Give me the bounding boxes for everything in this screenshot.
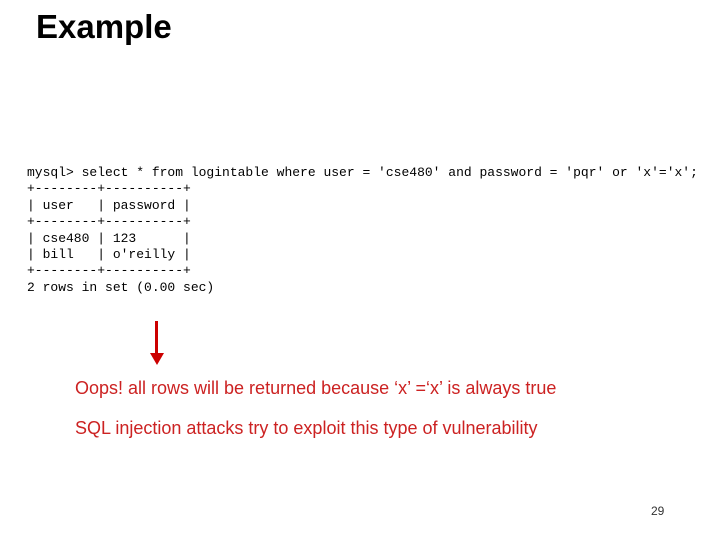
annotation-sql-injection-text: SQL injection attacks try to exploit thi…	[75, 418, 538, 438]
code-line: +--------+----------+	[27, 263, 191, 279]
slide-title: Example	[36, 8, 172, 45]
down-arrow-icon	[149, 321, 164, 365]
down-arrow-shaft	[155, 321, 158, 353]
code-line: 2 rows in set (0.00 sec)	[27, 279, 215, 295]
mysql-terminal-output: mysql> select * from logintable where us…	[27, 165, 698, 296]
annotation-oops-text: Oops! all rows will be returned because …	[75, 378, 557, 398]
code-line: | bill | o'reilly |	[27, 247, 191, 263]
code-line: | cse480 | 123 |	[27, 230, 191, 246]
code-line: +--------+----------+	[27, 181, 191, 197]
code-line: +--------+----------+	[27, 214, 191, 230]
down-arrow-head	[149, 353, 164, 365]
code-line: | user | password |	[27, 197, 191, 213]
page-number: 29	[651, 504, 665, 518]
code-line: mysql> select * from logintable where us…	[27, 165, 698, 180]
